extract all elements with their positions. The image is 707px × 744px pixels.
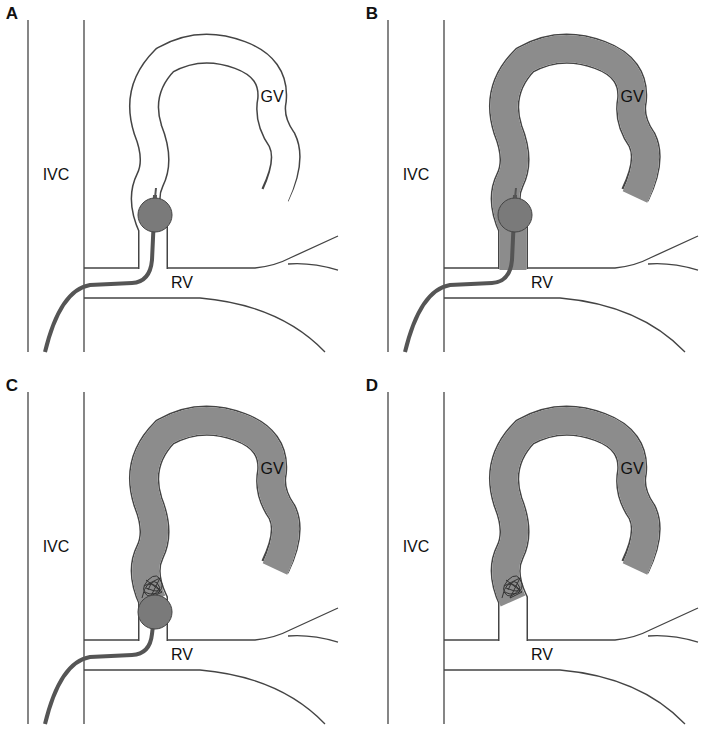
ivc-label: IVC [403, 538, 430, 556]
rv-label: RV [171, 646, 193, 664]
ivc-label: IVC [43, 538, 70, 556]
panel-letter: D [366, 377, 378, 396]
gv-label: GV [260, 460, 283, 478]
rv-label: RV [531, 646, 553, 664]
ivc-label: IVC [43, 166, 70, 184]
ivc-label: IVC [403, 166, 430, 184]
gv-label: GV [260, 88, 283, 106]
panel-letter: A [6, 5, 18, 24]
gv-label: GV [620, 88, 643, 106]
rv-label: RV [531, 274, 553, 292]
panel-letter: B [366, 5, 378, 24]
rv-label: RV [171, 274, 193, 292]
gv-label: GV [620, 460, 643, 478]
panel-letter: C [6, 377, 18, 396]
